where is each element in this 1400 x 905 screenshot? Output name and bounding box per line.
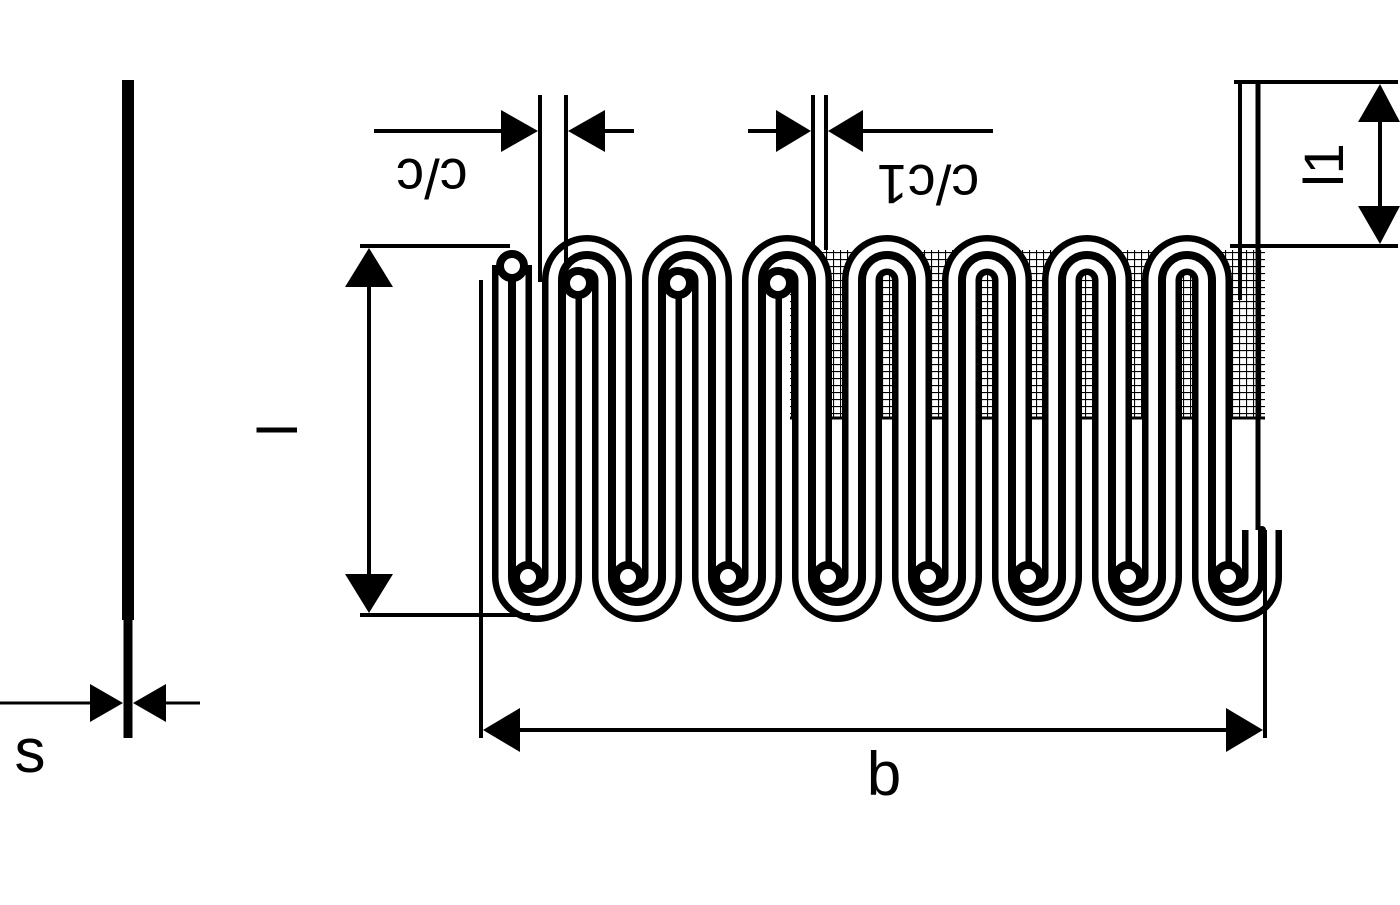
s-label: s — [15, 717, 46, 786]
fold-hole — [662, 267, 694, 299]
cc1-dimension: c/c1 — [748, 95, 993, 250]
l1-arrow-top — [1358, 84, 1400, 122]
cc-dimension: c/c — [374, 95, 634, 282]
serpentine-element — [492, 80, 1282, 622]
l-dimension: l — [246, 244, 530, 617]
cc1-label: c/c1 — [877, 153, 980, 216]
fold-hole — [496, 250, 528, 282]
fold-hole — [512, 561, 544, 593]
fold-hole — [1212, 561, 1244, 593]
fold-hole — [912, 561, 944, 593]
s-arrow-right — [133, 684, 166, 722]
fold-hole — [1112, 561, 1144, 593]
b-label: b — [867, 740, 901, 809]
l1-dimension: l1 — [1230, 80, 1400, 248]
cc1-arrow-right — [828, 110, 863, 152]
fold-hole — [1012, 561, 1044, 593]
fold-hole — [612, 561, 644, 593]
fold-holes — [496, 250, 1244, 593]
l-label: l — [246, 424, 309, 436]
b-arrow-left — [483, 708, 520, 752]
l1-arrow-bottom — [1358, 206, 1400, 244]
s-arrow-left — [90, 684, 123, 722]
l1-label: l1 — [1292, 143, 1355, 187]
side-view: s — [0, 80, 200, 786]
cc-arrow-left — [501, 110, 538, 152]
b-dimension: b — [479, 280, 1267, 809]
fold-hole — [812, 561, 844, 593]
b-arrow-right — [1226, 708, 1263, 752]
fold-hole — [712, 561, 744, 593]
fold-hole — [762, 267, 794, 299]
cc1-arrow-left — [776, 110, 811, 152]
l-arrow-top — [345, 248, 393, 287]
cc-label: c/c — [396, 147, 468, 210]
cc-arrow-right — [568, 110, 605, 152]
serpentine-inner-line — [508, 251, 1266, 606]
fold-hole — [562, 267, 594, 299]
l-arrow-bottom — [345, 574, 393, 613]
